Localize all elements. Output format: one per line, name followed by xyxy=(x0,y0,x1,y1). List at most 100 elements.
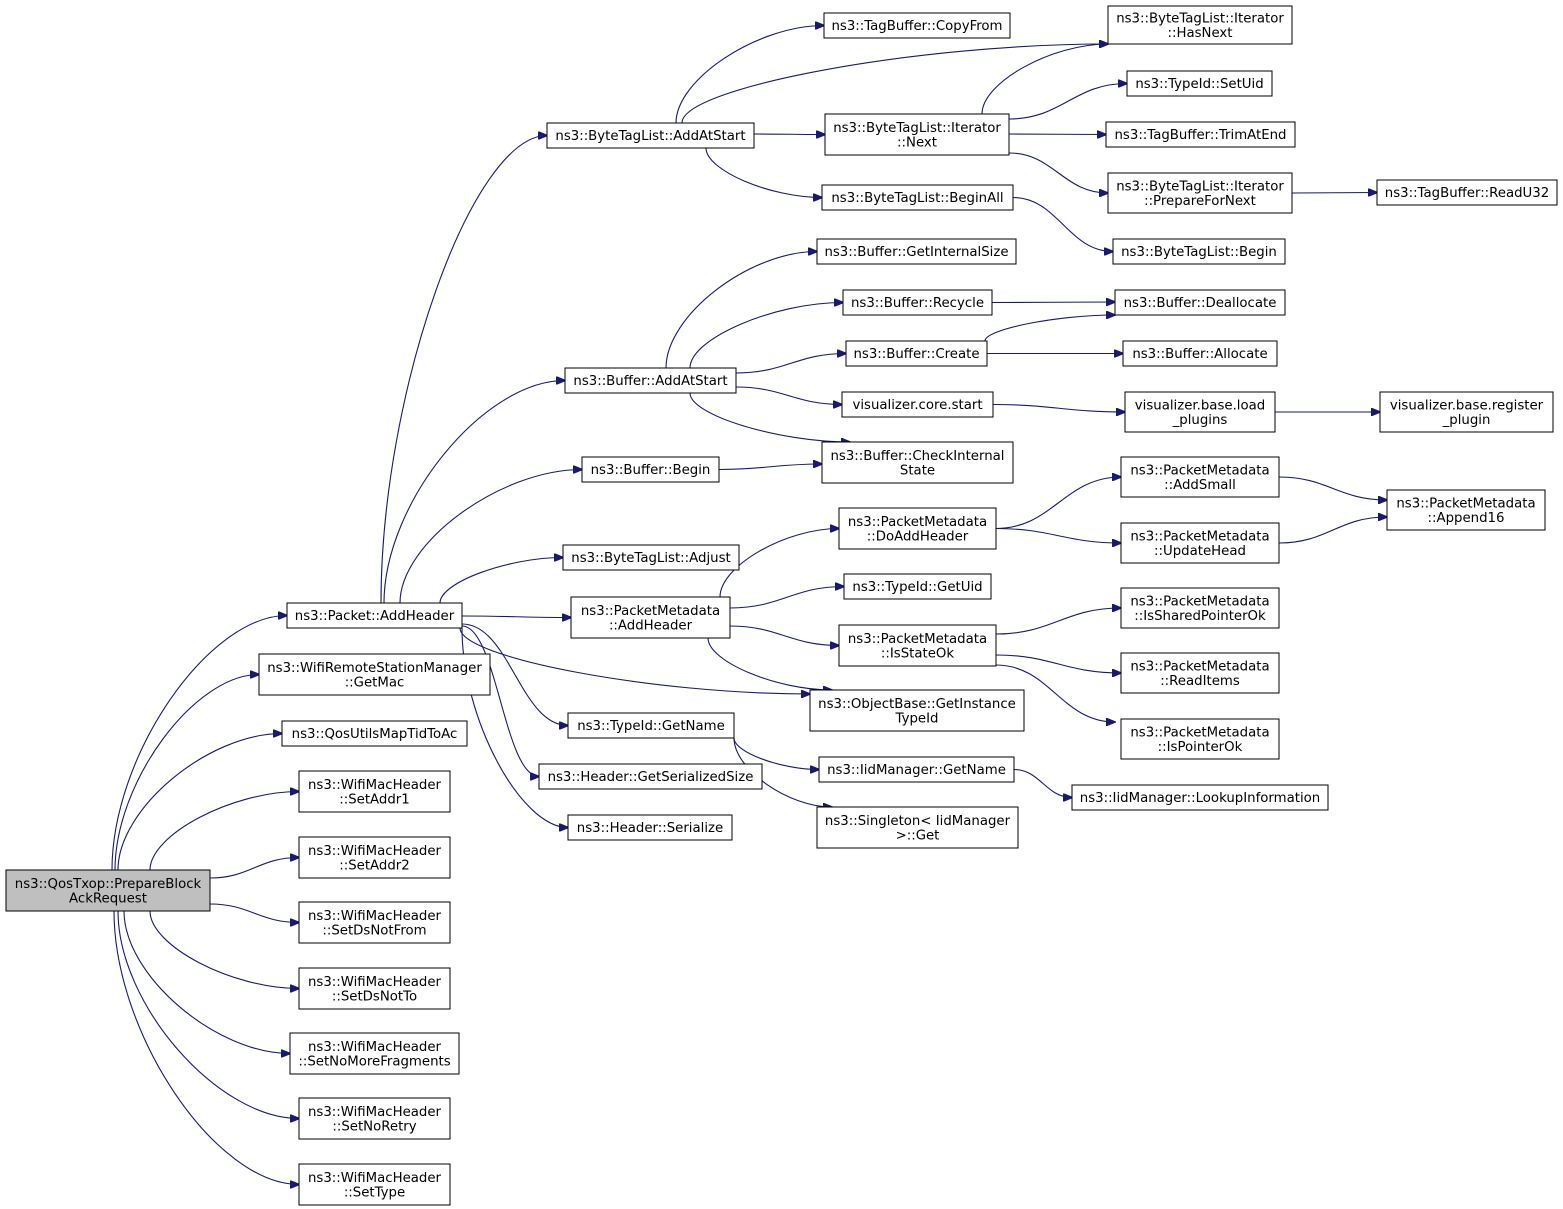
edge-buf_addatstart-to-buf_getinternalsize xyxy=(665,252,817,369)
node-buf_recycle[interactable]: ns3::Buffer::Recycle xyxy=(842,289,993,316)
node-box xyxy=(562,544,740,571)
node-box xyxy=(538,763,763,790)
edge-pm_updatehead-to-pm_append16 xyxy=(1278,517,1387,544)
node-iid_lookupinfo[interactable]: ns3::IidManager::LookupInformation xyxy=(1071,784,1329,811)
node-tagbuf_readu32[interactable]: ns3::TagBuffer::ReadU32 xyxy=(1376,179,1558,206)
node-box xyxy=(298,1163,451,1206)
node-pm_ispointerok[interactable]: ns3::PacketMetadata::IsPointerOk xyxy=(1120,718,1280,760)
node-typeid_getuid[interactable]: ns3::TypeId::GetUid xyxy=(843,573,992,600)
node-pm_append16[interactable]: ns3::PacketMetadata::Append16 xyxy=(1386,489,1546,531)
node-buf_create[interactable]: ns3::Buffer::Create xyxy=(845,340,988,367)
node-label: ns3::WifiMacHeader xyxy=(308,1105,442,1120)
node-box xyxy=(289,1032,460,1075)
node-label: _plugins xyxy=(1172,413,1228,428)
node-settype[interactable]: ns3::WifiMacHeader::SetType xyxy=(298,1163,451,1206)
node-pm_addsmall[interactable]: ns3::PacketMetadata::AddSmall xyxy=(1120,456,1280,498)
node-pm_updatehead[interactable]: ns3::PacketMetadata::UpdateHead xyxy=(1120,522,1280,564)
edge-vis_core_start-to-vis_base_loadplugins xyxy=(992,403,1125,413)
node-buf_addatstart[interactable]: ns3::Buffer::AddAtStart xyxy=(564,367,737,394)
node-box xyxy=(5,869,211,912)
node-label: ns3::PacketMetadata xyxy=(581,604,720,619)
node-box xyxy=(567,712,735,739)
node-box xyxy=(1376,179,1558,206)
node-box xyxy=(1107,5,1293,45)
node-setdsnotto[interactable]: ns3::WifiMacHeader::SetDsNotTo xyxy=(298,967,451,1010)
node-box xyxy=(298,836,451,879)
node-btl_it_hasnext[interactable]: ns3::ByteTagList::Iterator::HasNext xyxy=(1107,5,1293,45)
node-label: ns3::ByteTagList::BeginAll xyxy=(831,191,1003,206)
node-label: visualizer.base.register xyxy=(1390,398,1544,413)
node-buf_allocate[interactable]: ns3::Buffer::Allocate xyxy=(1122,340,1278,367)
node-btl_it_next[interactable]: ns3::ByteTagList::Iterator::Next xyxy=(824,113,1010,156)
node-label: ns3::ByteTagList::AddAtStart xyxy=(555,129,745,144)
node-setaddr2[interactable]: ns3::WifiMacHeader::SetAddr2 xyxy=(298,836,451,879)
node-box xyxy=(286,602,463,629)
edge-pm_isstateok-to-pm_ispointerok xyxy=(995,664,1115,722)
node-label: ::SetAddr2 xyxy=(339,858,409,873)
node-tagbuf_copyfrom[interactable]: ns3::TagBuffer::CopyFrom xyxy=(823,12,1011,39)
node-label: ns3::ByteTagList::Adjust xyxy=(571,551,730,566)
node-wrsm_getmac[interactable]: ns3::WifiRemoteStationManager::GetMac xyxy=(258,653,491,696)
node-btl_beginall[interactable]: ns3::ByteTagList::BeginAll xyxy=(821,184,1014,211)
node-btl_adjust[interactable]: ns3::ByteTagList::Adjust xyxy=(562,544,740,571)
node-label: ns3::PacketMetadata xyxy=(1130,463,1269,478)
node-label: ns3::Buffer::CheckInternal xyxy=(830,449,1004,464)
node-setnomorefrag[interactable]: ns3::WifiMacHeader::SetNoMoreFragments xyxy=(289,1032,460,1075)
edge-root-to-settype xyxy=(113,910,299,1185)
node-box xyxy=(1120,718,1280,760)
node-label: ::SetNoMoreFragments xyxy=(298,1054,450,1069)
node-label: ns3::ByteTagList::Begin xyxy=(1121,245,1277,260)
node-typeid_setuid[interactable]: ns3::TypeId::SetUid xyxy=(1126,70,1273,97)
node-vis_base_loadplugins[interactable]: visualizer.base.load_plugins xyxy=(1124,391,1276,433)
node-vis_base_registerplugin[interactable]: visualizer.base.register_plugin xyxy=(1379,391,1554,433)
node-setdsnotfrom[interactable]: ns3::WifiMacHeader::SetDsNotFrom xyxy=(298,901,451,944)
edge-buf_addatstart-to-buf_create xyxy=(735,354,846,374)
node-pm_addheader[interactable]: ns3::PacketMetadata::AddHeader xyxy=(570,596,731,639)
node-pkt_addheader[interactable]: ns3::Packet::AddHeader xyxy=(286,602,463,629)
node-iid_getname[interactable]: ns3::IidManager::GetName xyxy=(818,756,1015,783)
node-label: ns3::PacketMetadata xyxy=(1130,594,1269,609)
node-label: ns3::PacketMetadata xyxy=(848,515,987,530)
node-label: ::Append16 xyxy=(1428,511,1505,526)
node-pm_doaddheader[interactable]: ns3::PacketMetadata::DoAddHeader xyxy=(838,507,997,550)
node-pm_issharedptrok[interactable]: ns3::PacketMetadata::IsSharedPointerOk xyxy=(1120,587,1280,629)
node-box xyxy=(1124,391,1276,433)
node-box xyxy=(1120,456,1280,498)
edge-iid_getname-to-iid_lookupinfo xyxy=(1013,768,1072,798)
node-label: ns3::WifiMacHeader xyxy=(308,778,442,793)
node-typeid_getname[interactable]: ns3::TypeId::GetName xyxy=(567,712,735,739)
node-pm_isstateok[interactable]: ns3::PacketMetadata::IsStateOk xyxy=(838,624,997,667)
node-hdr_serialize[interactable]: ns3::Header::Serialize xyxy=(567,814,733,841)
node-box xyxy=(1107,172,1293,214)
node-btl_it_preparefornext[interactable]: ns3::ByteTagList::Iterator::PrepareForNe… xyxy=(1107,172,1293,214)
node-buf_begin[interactable]: ns3::Buffer::Begin xyxy=(581,456,720,483)
node-label: ns3::Buffer::Create xyxy=(853,347,979,362)
node-vis_core_start[interactable]: visualizer.core.start xyxy=(841,391,994,418)
node-label: ns3::Buffer::Recycle xyxy=(851,296,984,311)
node-hdr_getsersize[interactable]: ns3::Header::GetSerializedSize xyxy=(538,763,763,790)
edge-root-to-wrsm_getmac xyxy=(114,675,259,871)
node-btl_addatstart[interactable]: ns3::ByteTagList::AddAtStart xyxy=(546,122,755,149)
node-label: ns3::IidManager::GetName xyxy=(827,763,1006,778)
node-setnoretry[interactable]: ns3::WifiMacHeader::SetNoRetry xyxy=(298,1097,451,1140)
edge-typeid_getname-to-iid_getname xyxy=(733,737,819,770)
node-label: ns3::TagBuffer::CopyFrom xyxy=(831,19,1002,34)
node-btl_begin[interactable]: ns3::ByteTagList::Begin xyxy=(1112,238,1286,265)
node-buf_getinternalsize[interactable]: ns3::Buffer::GetInternalSize xyxy=(816,238,1017,265)
node-box xyxy=(281,720,468,747)
node-setaddr1[interactable]: ns3::WifiMacHeader::SetAddr1 xyxy=(298,770,451,813)
edge-buf_addatstart-to-buf_checkinternal xyxy=(689,392,850,442)
edge-pkt_addheader-to-btl_addatstart xyxy=(380,136,547,604)
node-pm_readitems[interactable]: ns3::PacketMetadata::ReadItems xyxy=(1120,652,1280,694)
node-box xyxy=(258,653,491,696)
node-box xyxy=(564,367,737,394)
node-qosutils[interactable]: ns3::QosUtilsMapTidToAc xyxy=(281,720,468,747)
edge-pm_doaddheader-to-pm_addsmall xyxy=(995,477,1121,530)
node-tagbuf_trimatend[interactable]: ns3::TagBuffer::TrimAtEnd xyxy=(1105,121,1296,148)
node-singleton_get[interactable]: ns3::Singleton< IidManager>::Get xyxy=(816,806,1019,849)
edge-btl_addatstart-to-btl_it_next xyxy=(753,134,825,135)
node-buf_deallocate[interactable]: ns3::Buffer::Deallocate xyxy=(1114,289,1286,316)
